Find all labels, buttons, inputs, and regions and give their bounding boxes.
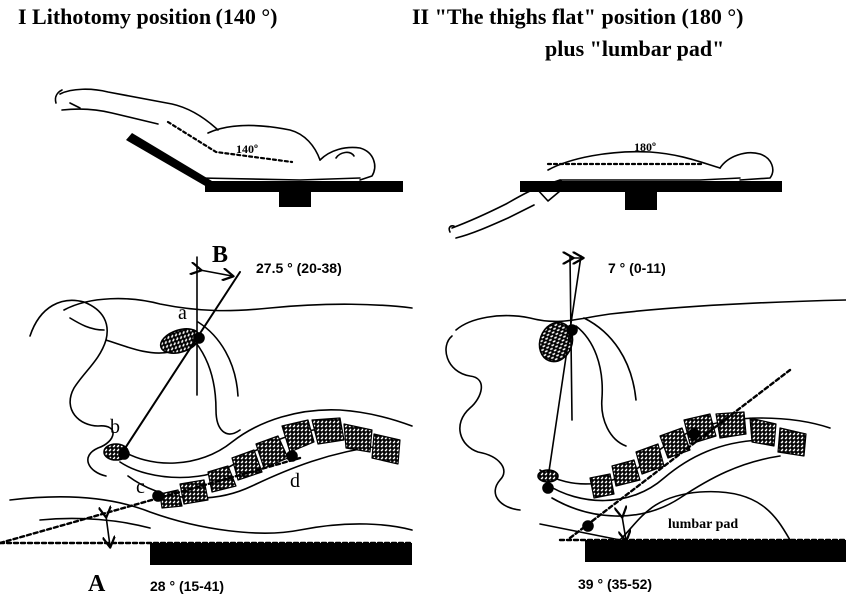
point-b-label: b	[110, 416, 120, 438]
angle-a-thighs-flat-value: 39 ° (35-52)	[578, 576, 653, 592]
lithotomy-table-pedestal	[279, 192, 311, 207]
lumbar-pad-label: lumbar pad	[668, 517, 738, 532]
lithotomy-table	[205, 181, 403, 192]
angle-b-lithotomy-value: 27.5 ° (20-38)	[256, 260, 342, 276]
lithotomy-patient-figure	[54, 88, 403, 207]
lumbar-pad-outline	[619, 490, 791, 541]
point-a-label: a	[178, 302, 187, 324]
angle-a-lithotomy-value: 28 ° (15-41)	[150, 578, 225, 594]
lithotomy-angle-label: 140º	[236, 142, 258, 156]
thighs-flat-angle-label: 180º	[634, 140, 656, 154]
thighs-flat-table	[520, 181, 782, 192]
leg-support-flat	[535, 179, 567, 202]
thighs-flat-pelvis-section	[445, 256, 846, 562]
leg-support	[126, 133, 212, 187]
angle-b-label: B	[212, 242, 229, 268]
point-c-label: c	[136, 476, 145, 498]
point-d-label: d	[290, 470, 300, 492]
panel-2-title-line-2: plus "lumbar pad"	[545, 36, 725, 61]
angle-a-label: A	[88, 571, 106, 597]
thighs-flat-section-table	[585, 540, 846, 562]
panel-1-title: I Lithotomy position (140 °)	[18, 4, 278, 29]
thighs-flat-table-pedestal	[625, 192, 657, 210]
thighs-flat-patient-figure	[448, 150, 782, 239]
lithotomy-section-table	[150, 543, 412, 565]
panel-2-title-line-1: II "The thighs flat" position (180 °)	[412, 4, 744, 29]
lithotomy-pelvis-section	[0, 256, 414, 565]
angle-b-thighs-flat-value: 7 ° (0-11)	[608, 260, 666, 276]
